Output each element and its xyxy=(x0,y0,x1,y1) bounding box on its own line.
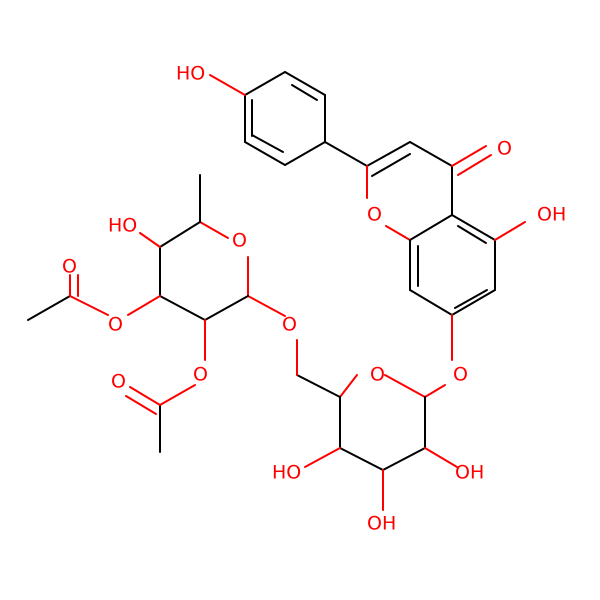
hydroxyl-label-glucose-b: OH xyxy=(367,513,396,535)
acetyl-ester-bond xyxy=(69,295,109,316)
pyranone-bond xyxy=(366,141,411,167)
phenyl-inner-bond xyxy=(291,84,318,101)
glucose-ring-oxygen-bond xyxy=(339,374,358,398)
pyranone-oxygen-bond xyxy=(385,225,411,241)
glucose-hydroxyl-bond xyxy=(304,447,341,468)
bonds-group xyxy=(27,71,526,511)
hydroxyl-label-c5: OH xyxy=(537,204,566,226)
glucose-ring-bond xyxy=(382,447,426,471)
phenyl-bond xyxy=(244,71,286,96)
rhamnose-hydroxyl-bond xyxy=(139,232,161,248)
phenyl-bond xyxy=(244,141,286,166)
acetyl-2-carbonyl-oxygen-label: O xyxy=(111,371,126,393)
ketone-double-bond xyxy=(457,154,492,176)
rhamnose-ring-bond xyxy=(159,295,206,321)
atom-labels-group: HO O O OH O O OH OH HO O O HO O O O O xyxy=(62,63,566,535)
linker-oxygen-bond xyxy=(247,295,286,317)
acetyl-ester-bond xyxy=(159,384,196,406)
glucose-ring-oxygen-bond xyxy=(384,374,426,398)
pyranone-bond xyxy=(409,141,453,167)
acetyl-carbonyl-bond xyxy=(129,386,161,406)
ketone-bond xyxy=(451,145,487,167)
phenyl-chromone-bond xyxy=(324,141,368,167)
hydroxyl-label-glucose-a: OH xyxy=(455,462,484,484)
phenyl-hydroxyl-bond xyxy=(209,74,246,96)
flavone-ring-oxygen-label: O xyxy=(367,204,382,226)
acetyl-carbonyl-bond xyxy=(125,395,157,415)
acetyl-2-ester-oxygen-label: O xyxy=(193,364,208,386)
hydroxyl-label-glucose-c: HO xyxy=(272,462,301,484)
acetyl-methyl-bond xyxy=(27,295,71,321)
pyranone-bond xyxy=(409,214,453,241)
acetyl-1-ester-oxygen-label: O xyxy=(108,314,123,336)
glucose-hydroxyl-bond xyxy=(424,447,458,468)
ketone-oxygen-label: O xyxy=(497,138,512,160)
rhamnose-ring-oxygen-bond xyxy=(199,221,229,239)
hydroxyl-label-phenyl: HO xyxy=(176,63,205,85)
benzo-bond xyxy=(451,214,496,241)
glucose-methylene-bond xyxy=(296,374,341,398)
pyranone-double-bond xyxy=(371,153,411,177)
glucose-ring-oxygen-label: O xyxy=(370,364,385,386)
glycosidic-bond xyxy=(424,384,446,398)
glycosidic-oxygen-label-flavone: O xyxy=(453,364,468,386)
hydroxyl-label-rhamnose: HO xyxy=(108,215,137,237)
glucose-ring-bond xyxy=(339,447,384,471)
benzo-inner-bond xyxy=(454,289,488,309)
phenyl-inner-bond xyxy=(251,134,284,153)
rhamnose-ring-bond xyxy=(204,295,249,321)
phenyl-bond xyxy=(284,71,326,96)
acetyl-ester-bond xyxy=(127,295,161,316)
rhamnose-ring-bond xyxy=(159,221,201,248)
benzo-bond xyxy=(409,289,453,316)
hydroxyl-bond xyxy=(494,221,526,241)
phenyl-bond xyxy=(284,141,326,166)
benzo-bond xyxy=(451,289,496,316)
benzo-inner-bond xyxy=(457,225,487,244)
rhamnose-ring-oxygen-label: O xyxy=(232,230,247,252)
acetyl-1-carbonyl-oxygen-label: O xyxy=(62,256,77,278)
linker-oxygen-label: O xyxy=(282,314,297,336)
